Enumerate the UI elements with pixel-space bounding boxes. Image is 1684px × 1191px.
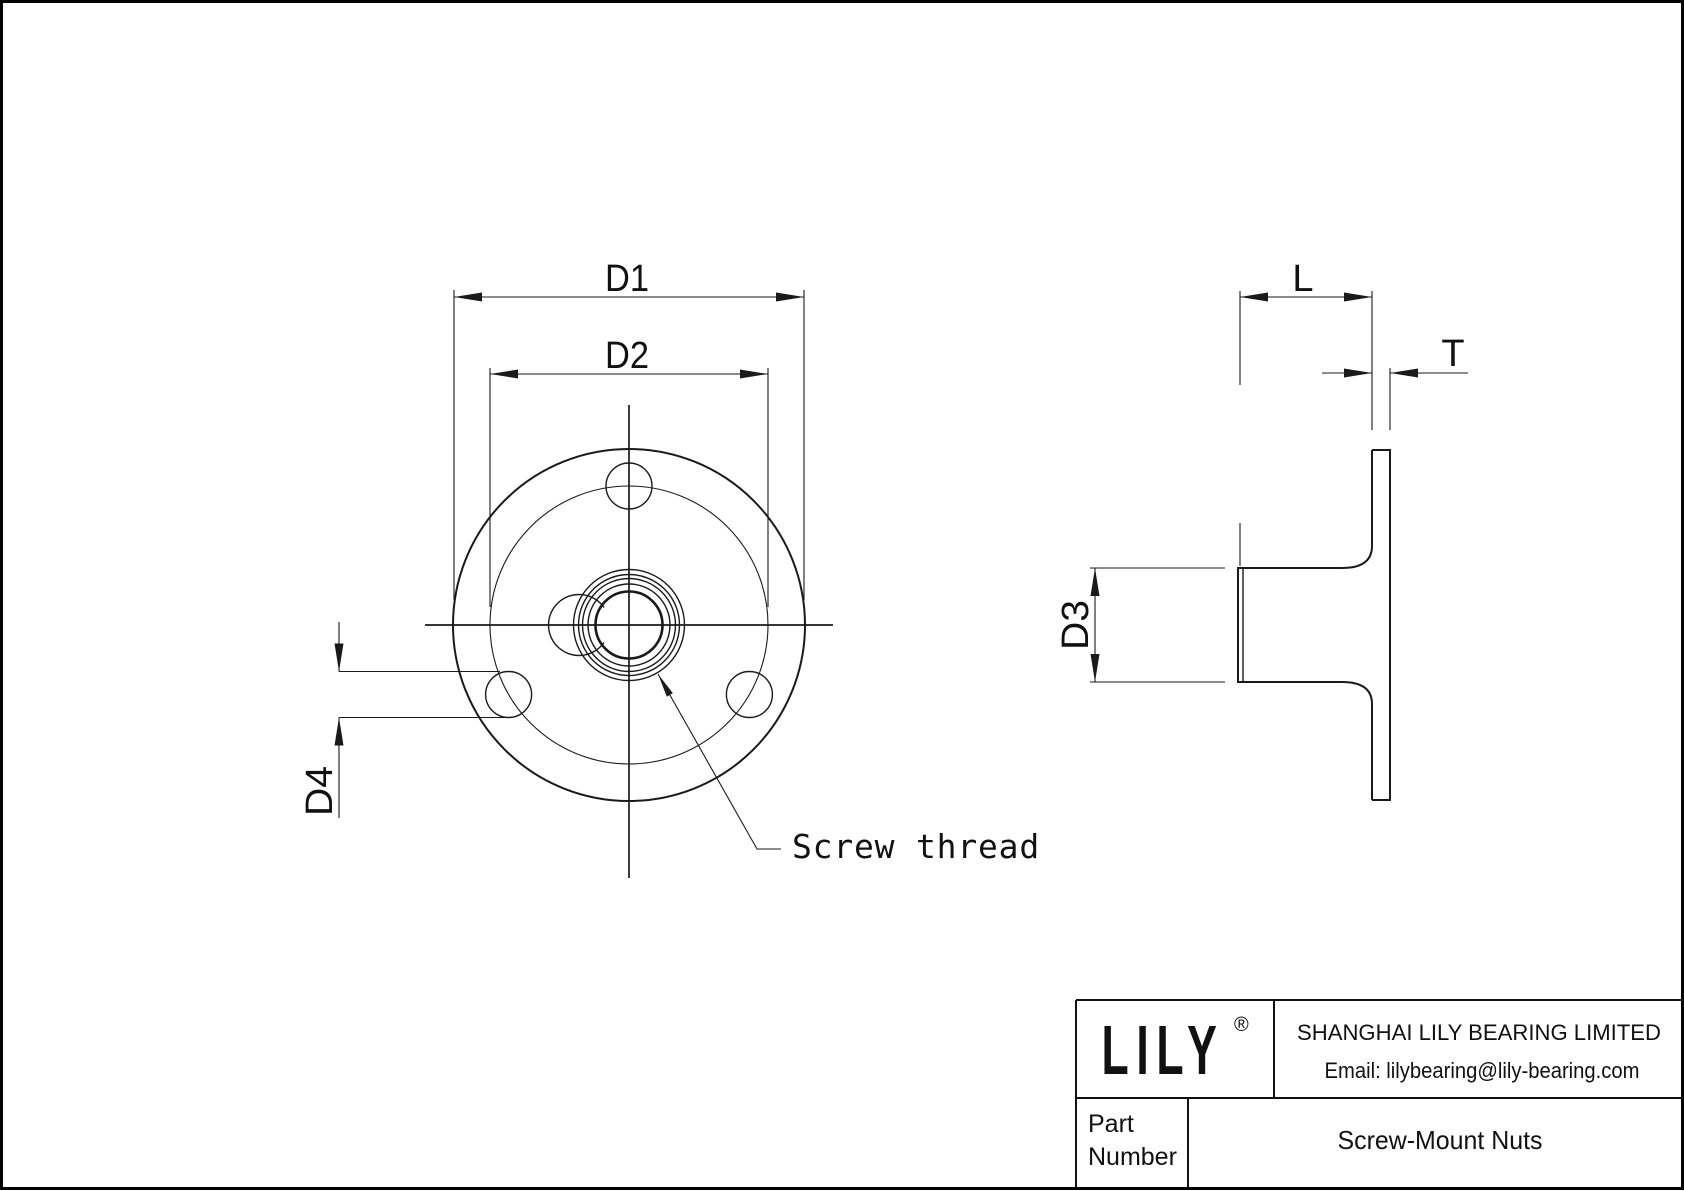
front-view-part <box>452 448 806 802</box>
dim-label-l: L <box>1292 258 1313 300</box>
front-view: D1 D2 D4 Screw thread <box>299 258 1040 878</box>
thread-hole-circle <box>594 590 664 660</box>
registered-trademark-icon: ® <box>1234 1014 1249 1036</box>
company-email: Email: lilybearing@lily-bearing.com <box>1325 1058 1640 1083</box>
dim-label-d1: D1 <box>605 258 649 300</box>
part-number-cell: Part Number <box>1088 1110 1177 1171</box>
dimension-d1: D1 <box>453 258 805 600</box>
bolt-circle <box>489 485 769 765</box>
hub-outline-circle <box>572 568 686 682</box>
screw-thread-label: Screw thread <box>792 827 1040 866</box>
dimension-d3: D3 <box>1055 567 1225 683</box>
arrowhead-bottom <box>1090 654 1100 682</box>
flange-edge-outline <box>1372 449 1391 801</box>
part-number-label-line2: Number <box>1088 1143 1177 1171</box>
company-name: SHANGHAI LILY BEARING LIMITED <box>1297 1020 1661 1045</box>
dimension-d2: D2 <box>489 335 769 607</box>
hub-chamfer-circle <box>581 577 677 673</box>
dim-label-t: T <box>1441 333 1464 375</box>
arrowhead-top <box>1090 568 1100 596</box>
dimension-d4: D4 <box>299 622 512 818</box>
dim-label-d3: D3 <box>1055 600 1097 650</box>
mounting-hole-top <box>605 462 653 510</box>
arrowhead-left <box>1240 292 1268 302</box>
arrowhead-right <box>740 369 768 379</box>
screw-thread-callout: Screw thread <box>657 673 1040 866</box>
title-block: LILY ® SHANGHAI LILY BEARING LIMITED Ema… <box>1075 999 1682 1187</box>
leader-line <box>657 673 781 850</box>
side-view-part <box>1237 449 1391 801</box>
part-name: Screw-Mount Nuts <box>1338 1125 1543 1155</box>
dim-label-d4: D4 <box>299 766 341 816</box>
arrowhead-right <box>1344 292 1372 302</box>
mounting-hole-lower-right <box>725 670 774 719</box>
lily-logo: LILY <box>1102 1011 1225 1089</box>
logo-cell: LILY ® <box>1102 1011 1250 1089</box>
dim-label-d2: D2 <box>605 335 649 377</box>
arrowhead-top <box>334 643 344 672</box>
hub-fillet-circle <box>577 573 681 677</box>
arrowhead-right <box>776 292 804 302</box>
flange-outer-circle <box>452 448 806 802</box>
thread-arc <box>547 593 605 657</box>
thread-major-circle <box>587 583 671 667</box>
part-number-label-line1: Part <box>1088 1110 1134 1138</box>
arrowhead-left <box>490 369 518 379</box>
arrowhead-bottom <box>334 717 344 746</box>
arrowhead-right <box>1390 368 1418 378</box>
dimension-t: T <box>1322 333 1468 430</box>
hub-and-flange-outline <box>1237 450 1373 800</box>
arrowhead-left <box>1344 368 1372 378</box>
side-view: L T D3 <box>1055 258 1468 801</box>
part-name-cell: Screw-Mount Nuts <box>1338 1125 1543 1155</box>
leader-arrowhead <box>658 674 673 697</box>
dimension-l: L <box>1239 258 1373 566</box>
arrowhead-left <box>454 292 482 302</box>
company-cell: SHANGHAI LILY BEARING LIMITED Email: lil… <box>1297 1020 1661 1083</box>
